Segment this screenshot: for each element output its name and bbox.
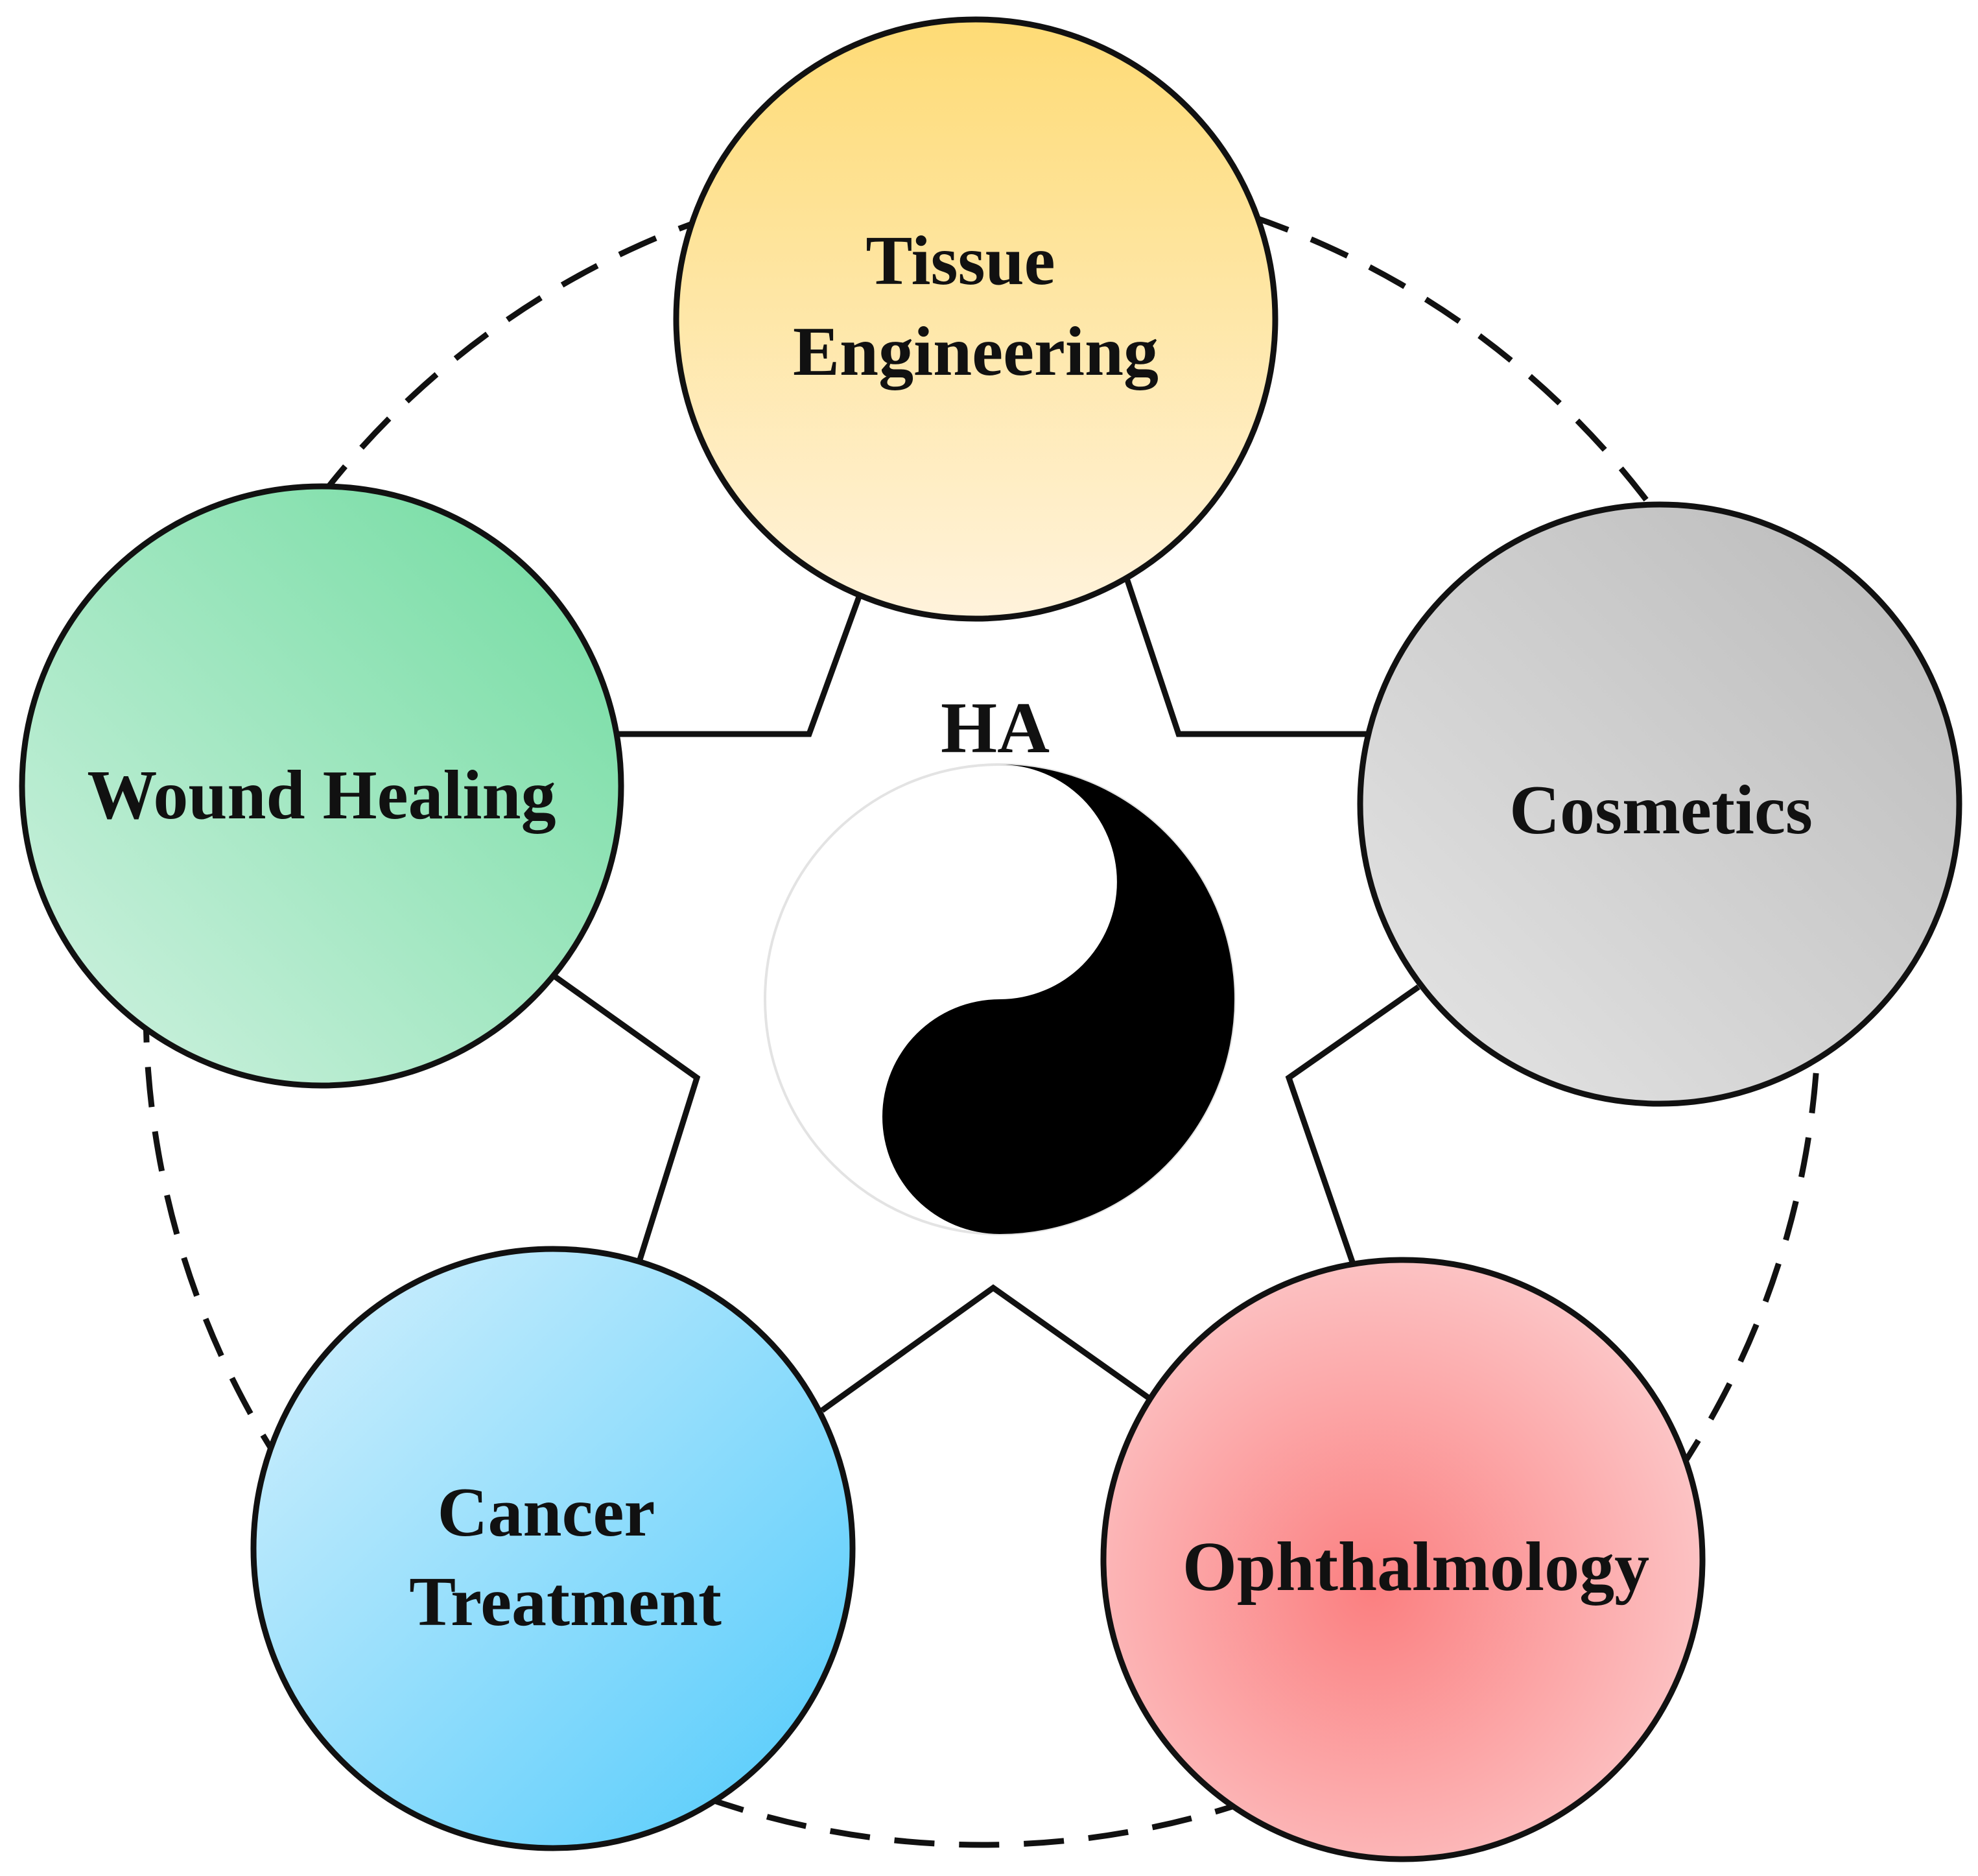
tissue-engineering-line-2: Engineering (793, 313, 1159, 390)
tissue-engineering-line-1: Tissue (865, 222, 1055, 300)
yin-yang-icon (764, 763, 1236, 1235)
node-ophthalmology: Ophthalmology (1100, 1257, 1706, 1862)
connector-cancer-ophthalmology (820, 1284, 1155, 1413)
node-cancer-treatment: Cancer Treatment (250, 1246, 856, 1851)
connector-tissue-right (1124, 577, 1369, 737)
connector-tissue-left (616, 590, 864, 737)
svg-text:Tissue Engineering: Tissue Engineering (793, 222, 1159, 390)
node-cosmetics: Cosmetics (1357, 501, 1962, 1107)
cancer-treatment-line-1: Cancer (438, 1474, 654, 1551)
node-wound-healing: Wound Healing (19, 483, 624, 1089)
center-label: HA (941, 688, 1050, 768)
node-tissue-engineering: Tissue Engineering (673, 16, 1278, 622)
wound-healing-label: Wound Healing (87, 757, 556, 834)
svg-text:Cancer Treatment: Cancer Treatment (409, 1474, 722, 1641)
cancer-treatment-line-2: Treatment (409, 1563, 722, 1641)
connector-cosmetics-ophthalmology (1285, 984, 1420, 1267)
connector-wound-cancer (553, 974, 701, 1267)
cosmetics-label: Cosmetics (1509, 772, 1813, 849)
ophthalmology-label: Ophthalmology (1183, 1528, 1649, 1606)
